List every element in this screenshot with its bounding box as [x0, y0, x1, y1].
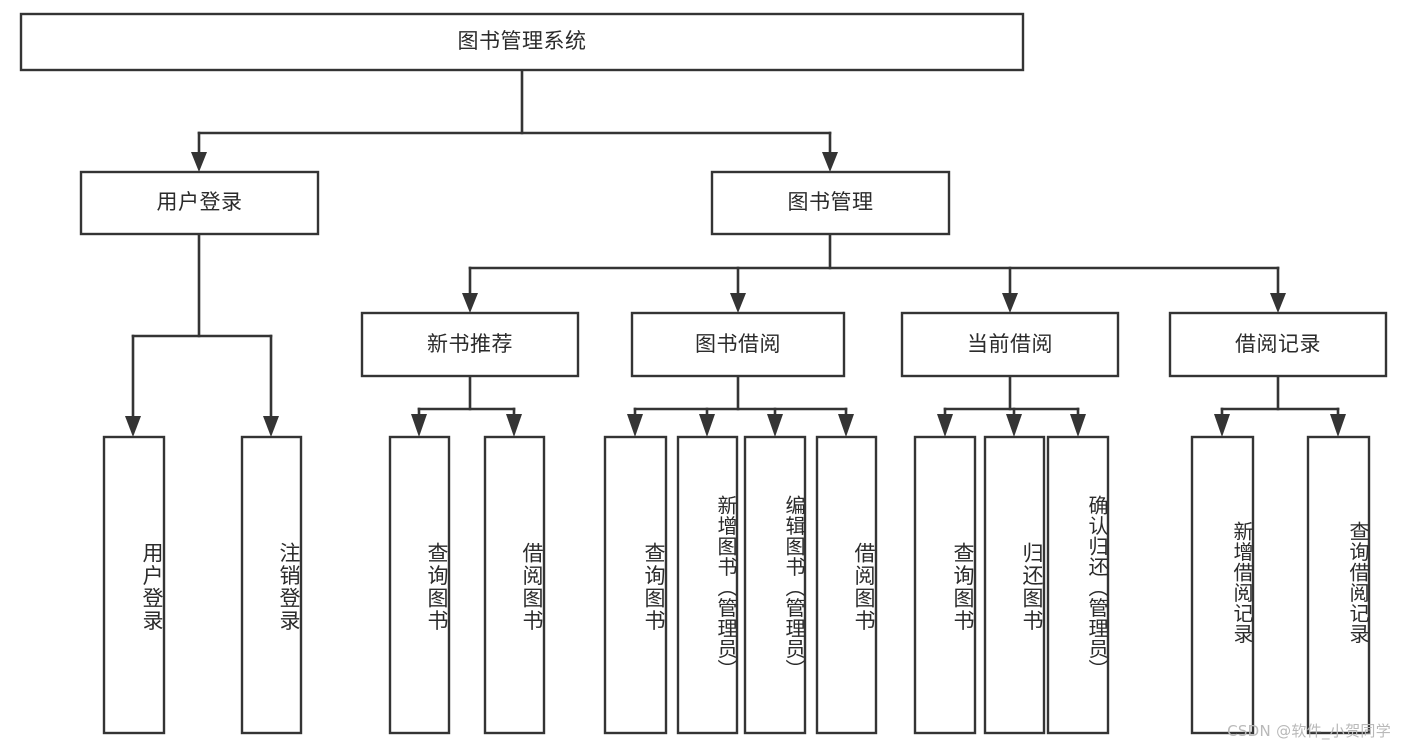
arrow-current-borrow-leaf1-icon — [937, 414, 953, 437]
node-box-leaf-current-borrow-2[interactable] — [1046, 435, 1110, 735]
node-box-leaf-book-borrow-1[interactable] — [676, 435, 739, 735]
connector-group-borrow-record-to-leaves — [1214, 374, 1346, 437]
connector-group-book-manage-to-level3 — [462, 232, 1286, 313]
arrow-book-borrow-leaf1-icon — [627, 414, 643, 437]
node-box-leaf-new-book-1[interactable] — [483, 435, 546, 735]
arrow-new-book-leaf1-icon — [411, 414, 427, 437]
node-box-leaf-new-book-0[interactable] — [388, 435, 451, 735]
arrow-book-borrow-leaf4-icon — [838, 414, 854, 437]
connector-group-current-borrow-to-leaves — [937, 374, 1086, 437]
node-box-new-book-recommend[interactable] — [360, 311, 580, 378]
arrow-borrow-record-leaf1-icon — [1214, 414, 1230, 437]
csdn-watermark: CSDN @软件_小贺同学 — [1227, 722, 1391, 740]
node-box-book-borrow[interactable] — [630, 311, 846, 378]
node-box-book-manage[interactable] — [710, 170, 951, 236]
connector-group-root-to-level2 — [191, 68, 838, 172]
arrow-current-borrow-leaf2-icon — [1006, 414, 1022, 437]
node-box-leaf-book-borrow-2[interactable] — [743, 435, 807, 735]
node-box-leaf-book-borrow-0[interactable] — [603, 435, 668, 735]
node-box-root[interactable] — [19, 12, 1025, 72]
arrow-to-new-book-icon — [462, 293, 478, 313]
node-box-leaf-user-login-0[interactable] — [102, 435, 166, 735]
arrow-to-book-manage-icon — [822, 152, 838, 172]
arrow-to-user-login-icon — [191, 152, 207, 172]
node-box-borrow-record[interactable] — [1168, 311, 1388, 378]
node-box-leaf-borrow-record-1[interactable] — [1306, 435, 1371, 735]
arrow-current-borrow-leaf3-icon — [1070, 414, 1086, 437]
node-box-leaf-book-borrow-3[interactable] — [815, 435, 878, 735]
node-box-leaf-current-borrow-0[interactable] — [913, 435, 977, 735]
arrow-to-borrow-record-icon — [1270, 293, 1286, 313]
arrow-to-current-borrow-icon — [1002, 293, 1018, 313]
connector-group-user-login-to-leaves — [125, 232, 279, 437]
arrow-book-borrow-leaf2-icon — [699, 414, 715, 437]
arrow-book-borrow-leaf3-icon — [767, 414, 783, 437]
arrow-new-book-leaf2-icon — [506, 414, 522, 437]
arrow-user-login-leaf1-icon — [125, 416, 141, 437]
node-box-current-borrow[interactable] — [900, 311, 1120, 378]
node-box-user-login[interactable] — [79, 170, 320, 236]
connector-group-book-borrow-to-leaves — [627, 374, 854, 437]
arrow-user-login-leaf2-icon — [263, 416, 279, 437]
arrow-borrow-record-leaf2-icon — [1330, 414, 1346, 437]
node-box-leaf-current-borrow-1[interactable] — [983, 435, 1046, 735]
arrow-to-book-borrow-icon — [730, 293, 746, 313]
connector-group-new-book-to-leaves — [411, 374, 522, 437]
node-box-leaf-borrow-record-0[interactable] — [1190, 435, 1255, 735]
node-box-leaf-user-login-1[interactable] — [240, 435, 303, 735]
